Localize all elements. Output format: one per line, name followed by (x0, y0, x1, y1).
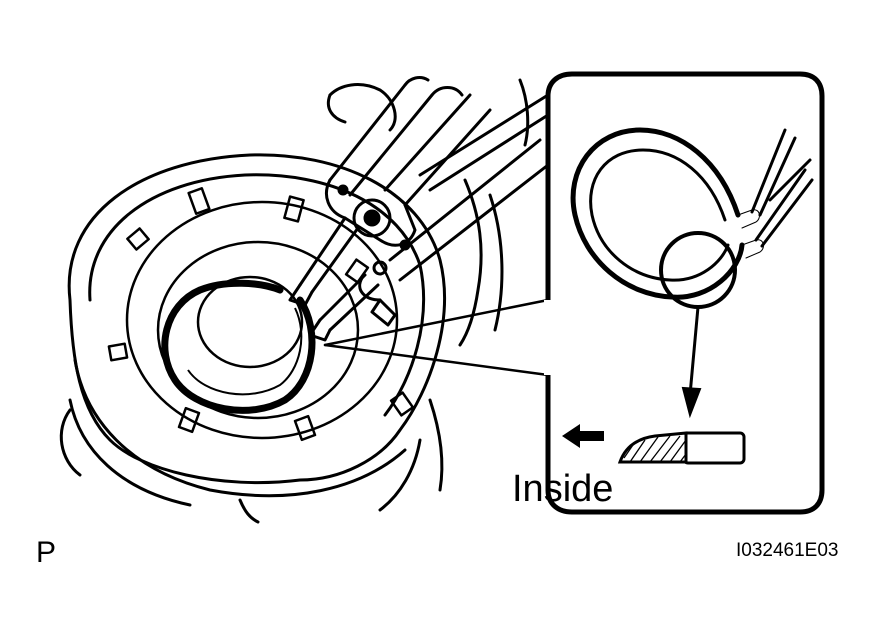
snap-ring (161, 279, 316, 414)
detail-inset-panel (544, 71, 825, 515)
inset-pliers-tips (750, 128, 814, 248)
down-arrow-icon (681, 306, 702, 419)
left-arrow-icon (562, 424, 604, 448)
section-letter: P (36, 536, 57, 569)
snap-ring-pliers-icon (288, 76, 550, 342)
ring-cross-section (617, 431, 746, 465)
housing-drum (59, 78, 530, 524)
figure-code: I032461E03 (736, 540, 839, 561)
drum-lugs (107, 187, 415, 442)
inside-label: Inside (512, 468, 614, 510)
inner-rings (125, 200, 399, 440)
callout-leader (323, 298, 550, 377)
